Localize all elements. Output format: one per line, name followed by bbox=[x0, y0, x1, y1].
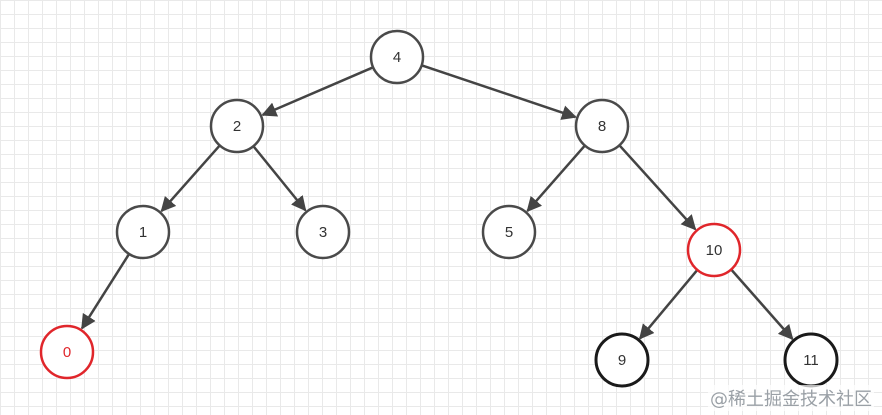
watermark-text: @稀土掘金技术社区 bbox=[708, 385, 874, 411]
edge-n10-n9 bbox=[639, 269, 699, 340]
node-circle bbox=[481, 204, 537, 260]
node-circle bbox=[295, 204, 351, 260]
node-circle bbox=[574, 98, 630, 154]
tree-node-5: 5 bbox=[481, 204, 537, 260]
tree-node-4: 4 bbox=[369, 29, 425, 85]
edge-n10-n11 bbox=[730, 268, 794, 341]
node-circle bbox=[594, 332, 650, 388]
edges-layer bbox=[80, 64, 794, 341]
node-label: 10 bbox=[706, 242, 723, 259]
node-circle bbox=[686, 222, 742, 278]
edge-n8-n10 bbox=[618, 144, 697, 231]
node-label: 11 bbox=[803, 352, 819, 369]
nodes-layer: 4 2 8 1 3 5 10 0 9 11 bbox=[39, 29, 839, 388]
node-label: 1 bbox=[139, 224, 147, 241]
tree-node-11: 11 bbox=[783, 332, 839, 388]
node-circle bbox=[209, 98, 265, 154]
tree-node-0: 0 bbox=[39, 324, 95, 380]
node-label: 3 bbox=[319, 224, 327, 241]
tree-node-3: 3 bbox=[295, 204, 351, 260]
tree-node-1: 1 bbox=[115, 204, 171, 260]
edge-n4-n2 bbox=[261, 66, 374, 117]
edge-n1-n0 bbox=[80, 253, 131, 330]
tree-node-8: 8 bbox=[574, 98, 630, 154]
node-label: 4 bbox=[393, 49, 401, 66]
node-label: 8 bbox=[598, 118, 606, 135]
edge-n8-n5 bbox=[526, 144, 586, 213]
node-label: 5 bbox=[505, 224, 513, 241]
edge-n2-n3 bbox=[252, 145, 307, 212]
node-circle bbox=[115, 204, 171, 260]
node-label: 9 bbox=[618, 352, 626, 369]
edge-n4-n8 bbox=[421, 64, 577, 120]
node-label: 0 bbox=[63, 344, 71, 361]
node-circle bbox=[369, 29, 425, 85]
tree-node-2: 2 bbox=[209, 98, 265, 154]
node-circle bbox=[39, 324, 95, 380]
tree-node-10: 10 bbox=[686, 222, 742, 278]
edge-n2-n1 bbox=[160, 144, 221, 213]
tree-node-9: 9 bbox=[594, 332, 650, 388]
node-label: 2 bbox=[233, 118, 241, 135]
